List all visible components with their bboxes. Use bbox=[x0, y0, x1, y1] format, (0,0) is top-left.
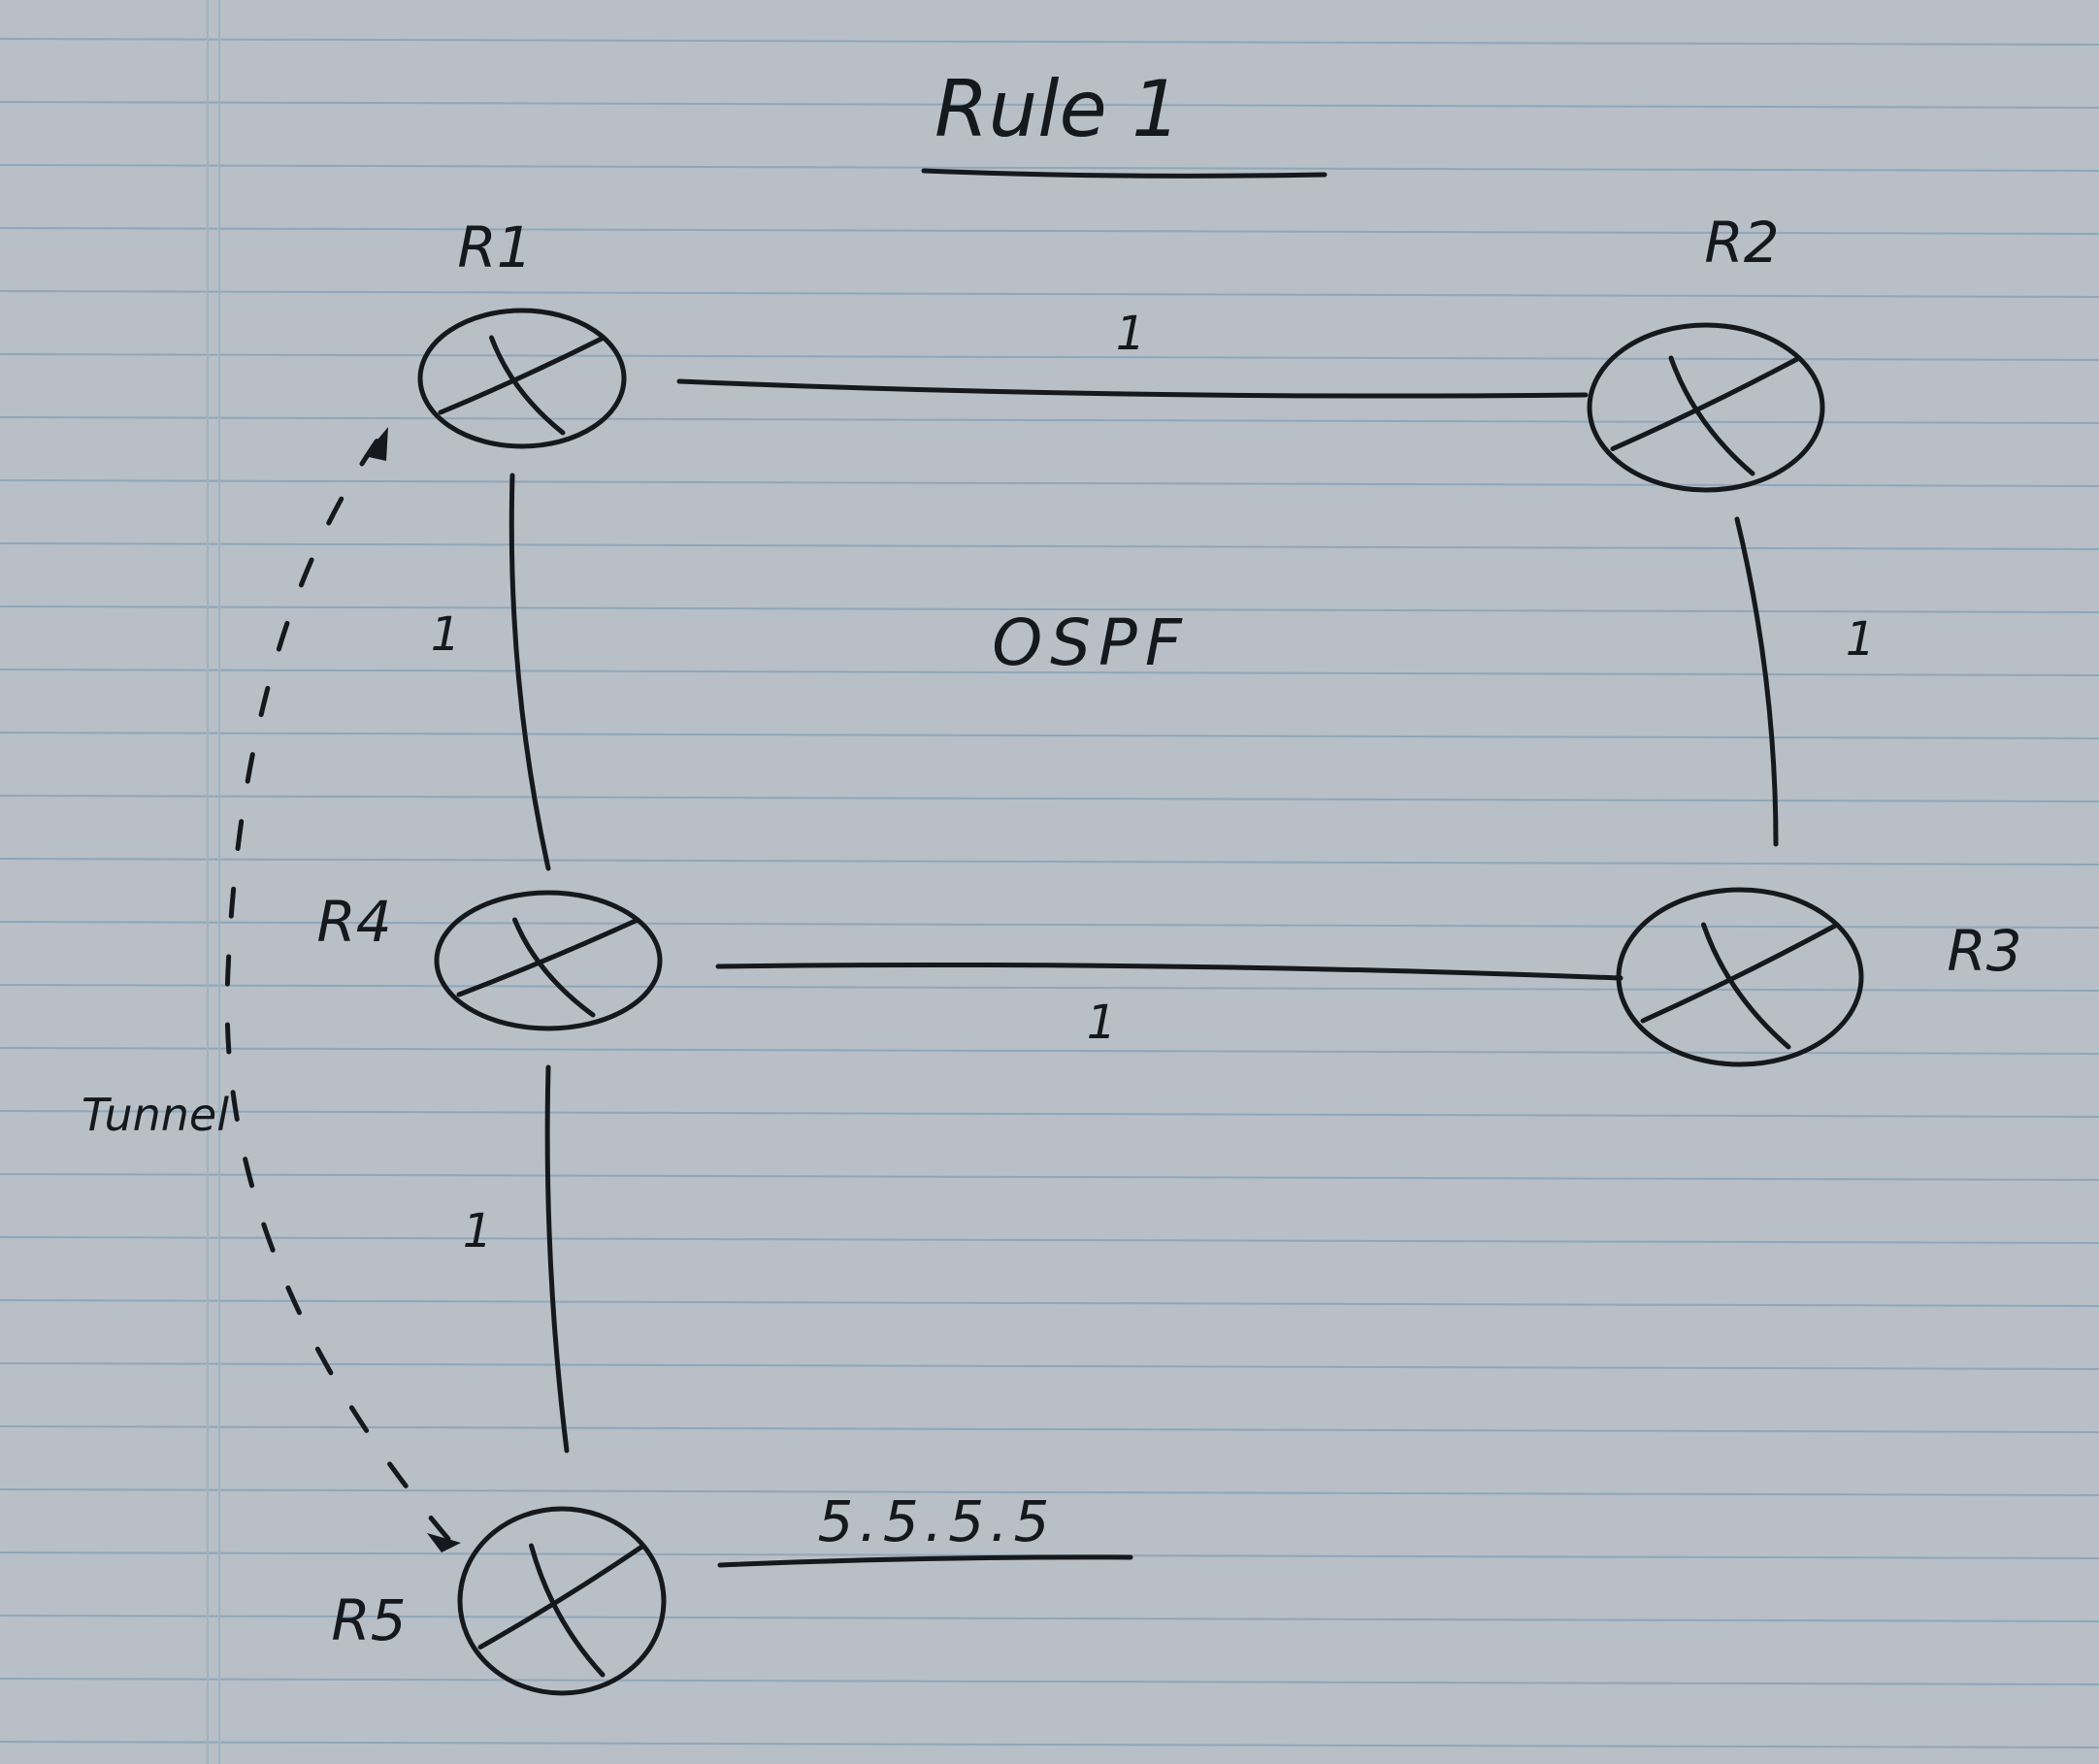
router-icon bbox=[1587, 322, 1825, 493]
router-icon bbox=[434, 890, 663, 1031]
router-arrow-icon bbox=[456, 917, 640, 997]
ruling-line bbox=[0, 164, 2099, 172]
tunnel-arrowhead-r5 bbox=[427, 1533, 461, 1552]
ruling-line bbox=[0, 984, 2099, 992]
ruling-line bbox=[0, 1362, 2099, 1370]
ruling-line bbox=[0, 1741, 2099, 1748]
router-arrow-icon bbox=[1701, 922, 1791, 1050]
router-arrow-icon bbox=[1640, 922, 1840, 1024]
router-arrow-icon bbox=[489, 335, 566, 436]
ruling-line bbox=[0, 1615, 2099, 1622]
ruling-line bbox=[0, 1173, 2099, 1181]
link-r4-r3 bbox=[715, 963, 1623, 981]
cost-r1-r4: 1 bbox=[431, 607, 461, 662]
ruling-line bbox=[0, 1488, 2099, 1496]
ruling-line bbox=[0, 1110, 2099, 1118]
router-arrow-icon bbox=[512, 917, 596, 1018]
ruling-line bbox=[0, 858, 2099, 866]
router-icon bbox=[417, 308, 627, 449]
ruling-line bbox=[0, 1425, 2099, 1433]
ruling-line bbox=[0, 732, 2099, 739]
cost-r2-r3: 1 bbox=[1846, 612, 1876, 667]
link-r2-r3 bbox=[1734, 516, 1779, 847]
router-arrow-icon bbox=[438, 335, 607, 415]
tunnel-link bbox=[224, 432, 451, 1542]
ruling-line bbox=[0, 101, 2099, 109]
ruling-line bbox=[0, 353, 2099, 361]
ruling-line bbox=[0, 605, 2099, 613]
router-label-r5: R5 bbox=[331, 1587, 406, 1653]
ruling-line bbox=[0, 1678, 2099, 1685]
ruling-line bbox=[0, 479, 2099, 487]
link-r5-loopback bbox=[717, 1554, 1133, 1568]
router-arrow-icon bbox=[1668, 355, 1755, 476]
ruling-line bbox=[0, 38, 2099, 46]
tunnel-label: Tunnel bbox=[82, 1089, 229, 1141]
router-label-r3: R3 bbox=[1947, 918, 2021, 984]
router-label-r4: R4 bbox=[316, 889, 391, 955]
router-r4[interactable] bbox=[434, 890, 663, 1031]
router-r3[interactable] bbox=[1616, 887, 1864, 1067]
router-label-r2: R2 bbox=[1704, 210, 1779, 276]
ruling-line bbox=[0, 416, 2099, 424]
ruling-line bbox=[0, 542, 2099, 550]
link-r1-r2 bbox=[676, 378, 1589, 399]
link-r4-r5 bbox=[544, 1064, 570, 1454]
router-r1[interactable] bbox=[417, 308, 627, 449]
router-r2[interactable] bbox=[1587, 322, 1825, 493]
ospf-label: OSPF bbox=[992, 605, 1190, 680]
ruling-line bbox=[0, 1047, 2099, 1055]
router-icon bbox=[1616, 887, 1864, 1067]
ruling-line bbox=[0, 921, 2099, 929]
ruling-line bbox=[0, 227, 2099, 235]
router-arrow-icon bbox=[1610, 355, 1802, 451]
ruling-line bbox=[0, 290, 2099, 298]
tunnel-arrowhead-r1 bbox=[364, 427, 388, 461]
router-arrow-icon bbox=[477, 1543, 646, 1650]
link-r1-r4 bbox=[508, 473, 551, 871]
ruling-line bbox=[0, 1236, 2099, 1244]
router-label-r1: R1 bbox=[457, 214, 532, 280]
title-underline bbox=[921, 168, 1328, 179]
loopback-address: 5.5.5.5 bbox=[818, 1488, 1056, 1554]
router-r5[interactable] bbox=[457, 1506, 667, 1696]
cost-r4-r5: 1 bbox=[463, 1204, 493, 1258]
cost-r4-r3: 1 bbox=[1087, 996, 1117, 1050]
ruling-line bbox=[0, 1299, 2099, 1307]
router-icon bbox=[457, 1506, 667, 1696]
ruling-line bbox=[0, 795, 2099, 802]
router-arrow-icon bbox=[529, 1543, 606, 1678]
diagram-title: Rule 1 bbox=[935, 64, 1181, 154]
ruling-line bbox=[0, 669, 2099, 676]
cost-r1-r2: 1 bbox=[1116, 307, 1146, 361]
